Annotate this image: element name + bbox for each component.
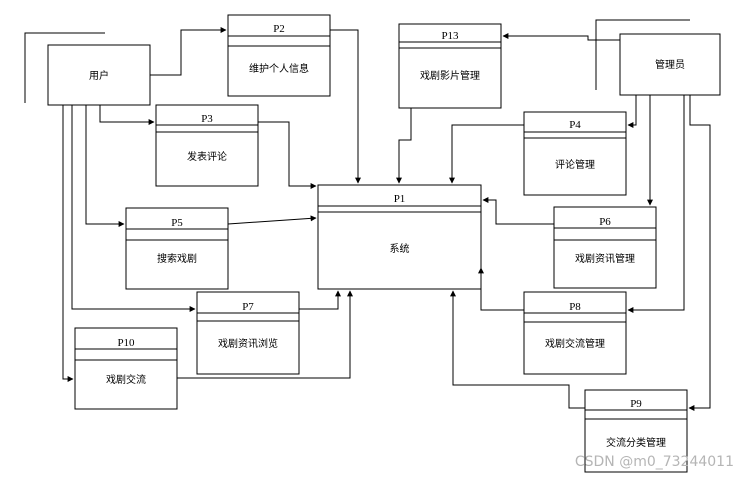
process-p9-label: 交流分类管理 [606, 436, 666, 449]
process-p10: P10 戏剧交流 [74, 327, 178, 410]
flow-admin-to-p8 [627, 95, 685, 313]
process-p10-label: 戏剧交流 [106, 373, 146, 386]
entity-user-label: 用户 [89, 69, 109, 82]
process-p8-id: P8 [569, 301, 581, 313]
process-p8-label: 戏剧交流管理 [545, 337, 605, 350]
flow-p9-to-p1 [450, 290, 585, 409]
flow-p3-to-p1 [258, 121, 317, 189]
flow-user-to-p7 [71, 105, 196, 312]
flow-admin-to-p13 [502, 33, 620, 41]
process-p3-label: 发表评论 [187, 150, 227, 163]
process-p6-label: 戏剧资讯管理 [575, 252, 635, 265]
process-p1: P1 系统 [317, 184, 482, 290]
process-p3-id: P3 [201, 113, 213, 125]
process-p13: P13 戏剧影片管理 [398, 23, 502, 109]
entity-user: 用户 [24, 32, 151, 106]
process-p2: P2 维护个人信息 [227, 14, 331, 97]
flow-p13-to-p1 [396, 108, 412, 184]
process-p6-id: P6 [599, 216, 611, 228]
flow-user-to-p10 [62, 105, 74, 382]
process-p1-label: 系统 [390, 242, 410, 255]
flow-user-to-p3 [99, 105, 155, 125]
process-p2-label: 维护个人信息 [249, 62, 309, 75]
process-p5: P5 搜索戏剧 [125, 207, 229, 290]
process-p1-id: P1 [394, 193, 406, 205]
process-p7-id: P7 [242, 301, 254, 313]
process-p4-label: 评论管理 [555, 158, 595, 171]
entity-admin-label: 管理员 [655, 58, 685, 71]
flow-p6-to-p1 [482, 197, 554, 225]
process-p5-label: 搜索戏剧 [157, 252, 197, 265]
entity-admin: 管理员 [595, 19, 721, 96]
process-p2-id: P2 [273, 23, 285, 35]
process-p10-id: P10 [117, 337, 135, 349]
flow-user-to-p2 [150, 27, 227, 76]
process-p7-label: 戏剧资讯浏览 [218, 337, 278, 350]
process-p5-id: P5 [171, 217, 183, 229]
process-p7: P7 戏剧资讯浏览 [196, 291, 300, 375]
flow-admin-to-p9 [688, 95, 711, 411]
process-p9: P9 交流分类管理 [584, 389, 688, 473]
watermark-text: CSDN @m0_73244011 [575, 454, 734, 470]
process-p6: P6 戏剧资讯管理 [553, 206, 657, 289]
flow-p2-to-p1 [330, 29, 361, 184]
process-p9-id: P9 [630, 398, 642, 410]
process-p4-id: P4 [569, 119, 581, 131]
flow-p5-to-p1 [227, 215, 317, 225]
flow-user-to-p5 [85, 105, 125, 227]
process-p13-label: 戏剧影片管理 [420, 69, 480, 82]
process-p3: P3 发表评论 [155, 104, 259, 187]
flow-p10-to-p1 [177, 290, 353, 379]
flow-p4-to-p1 [449, 124, 524, 184]
flow-p7-to-p1 [299, 290, 341, 310]
process-p4: P4 评论管理 [523, 111, 627, 196]
flow-p8-to-p1 [478, 267, 524, 311]
process-p8: P8 戏剧交流管理 [523, 291, 627, 375]
flow-admin-to-p4 [627, 95, 637, 128]
process-p13-id: P13 [441, 30, 459, 42]
